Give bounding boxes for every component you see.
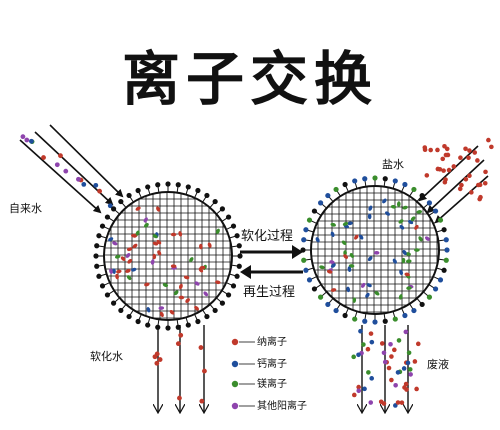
tap-water-ions xyxy=(20,134,113,209)
soft-water-label: 软化水 xyxy=(90,349,123,363)
resin-bead-softening xyxy=(93,181,243,331)
legend-label-calcium: 钙离子 xyxy=(257,357,287,370)
resin-pins-left xyxy=(93,181,243,331)
waste-ions xyxy=(351,328,421,408)
legend-item-sodium: 纳离子 xyxy=(231,335,287,348)
legend-swatch-other-cations xyxy=(231,402,239,410)
legend-label-sodium: 纳离子 xyxy=(257,335,287,348)
legend-swatch-sodium xyxy=(231,338,239,346)
legend-swatch-calcium xyxy=(231,360,239,368)
legend-item-magnesium: 镁离子 xyxy=(231,377,287,390)
tap-water-label: 自来水 xyxy=(9,202,42,215)
legend-item-calcium: 钙离子 xyxy=(231,357,287,370)
softening-process-label: 软化过程 xyxy=(241,229,293,244)
waste-label: 废液 xyxy=(427,357,449,371)
legend-item-other-cations: 其他阳离子 xyxy=(231,399,307,412)
legend: 纳离子 钙离子 镁离子 其他阳离子 xyxy=(231,335,307,412)
regeneration-process-label: 再生过程 xyxy=(243,285,295,300)
brine-label: 盐水 xyxy=(382,158,404,171)
bound-ions-right xyxy=(315,198,430,303)
resin-pins-right xyxy=(300,175,450,325)
legend-label-magnesium: 镁离子 xyxy=(257,377,287,390)
soft-water-ions xyxy=(152,332,207,404)
bound-ions-left xyxy=(108,206,221,317)
legend-swatch-magnesium xyxy=(231,380,239,388)
regeneration-arrow xyxy=(240,265,303,279)
waste-outflow-arrows xyxy=(362,325,408,412)
diagram-title: 离子交换 xyxy=(121,45,378,113)
tap-water-inflow-arrows xyxy=(19,124,124,214)
resin-bead-regeneration xyxy=(300,175,450,325)
brine-ions xyxy=(422,137,494,202)
legend-label-other-cations: 其他阳离子 xyxy=(257,399,307,412)
softening-arrow xyxy=(240,245,303,259)
